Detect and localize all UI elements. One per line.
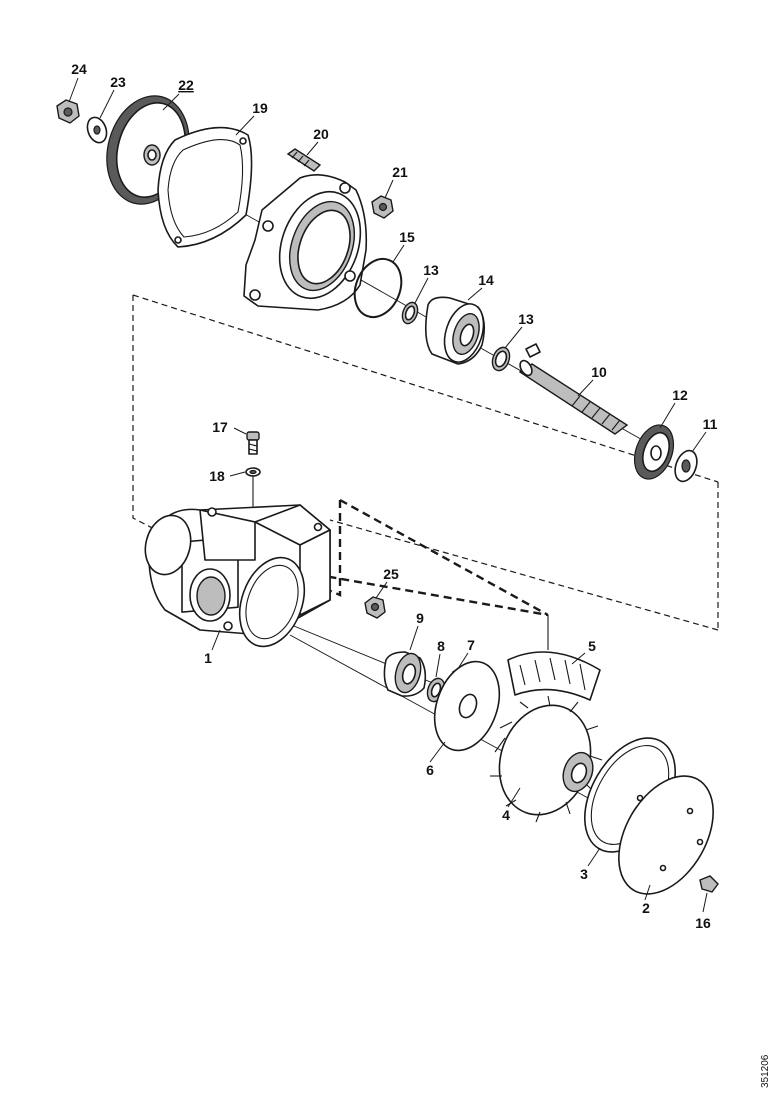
part-2-cover (618, 775, 714, 895)
part-5-cam (507, 651, 601, 701)
callout-23: 23 (110, 74, 126, 90)
callout-24: 24 (71, 61, 87, 77)
callout-8: 8 (437, 638, 445, 654)
callout-22: 22 (178, 77, 194, 93)
callout-15: 15 (399, 229, 415, 245)
callout-1: 1 (204, 650, 212, 666)
callout-7: 7 (467, 637, 475, 653)
part-24-nut (56, 99, 80, 124)
part-23-washer (86, 116, 108, 144)
part-10-shaft (518, 359, 629, 435)
part-11-washer (674, 449, 698, 483)
callout-9: 9 (416, 610, 424, 626)
callout-12: 12 (672, 387, 688, 403)
bearing-housing (243, 174, 368, 311)
callout-13-upper: 13 (423, 262, 439, 278)
body-gasket (238, 556, 306, 648)
part-14-bearing (424, 296, 486, 365)
part-16-screw (699, 875, 719, 893)
callout-4: 4 (502, 807, 510, 823)
part-15-circlip (353, 257, 403, 319)
drawing-reference-number: 351206 (760, 1054, 771, 1088)
callout-6: 6 (426, 762, 434, 778)
callout-3: 3 (580, 866, 588, 882)
part-25-plug (364, 596, 386, 619)
callout-10: 10 (591, 364, 607, 380)
callout-25: 25 (383, 566, 399, 582)
callout-13-lower: 13 (518, 311, 534, 327)
callout-16: 16 (695, 915, 711, 931)
part-21-nut (371, 195, 394, 219)
part-4-impeller (490, 695, 603, 823)
callout-labels: 24 23 22 19 20 21 15 13 14 13 10 12 11 1… (71, 61, 717, 931)
callout-17: 17 (212, 419, 228, 435)
part-20-stud (286, 148, 322, 172)
callout-19: 19 (252, 100, 268, 116)
part-6-wear-plate (433, 660, 501, 752)
part-1-pump-body (144, 504, 331, 635)
shaft-key (525, 343, 541, 358)
part-13-oring-upper (401, 301, 419, 325)
callout-18: 18 (209, 468, 225, 484)
part-12-disc (633, 424, 675, 480)
assembly-guide-lines (132, 294, 719, 650)
callout-2: 2 (642, 900, 650, 916)
part-19-gasket (157, 126, 253, 248)
callout-20: 20 (313, 126, 329, 142)
callout-14: 14 (478, 272, 494, 288)
callout-5: 5 (588, 638, 596, 654)
part-9-bearing (383, 651, 427, 697)
part-13-oring-lower (491, 346, 511, 372)
callout-21: 21 (392, 164, 408, 180)
part-18-washer (245, 467, 261, 477)
part-17-screw (246, 431, 260, 455)
callout-11: 11 (703, 416, 718, 432)
leader-lines (68, 77, 708, 913)
assembly-axes (149, 159, 661, 811)
